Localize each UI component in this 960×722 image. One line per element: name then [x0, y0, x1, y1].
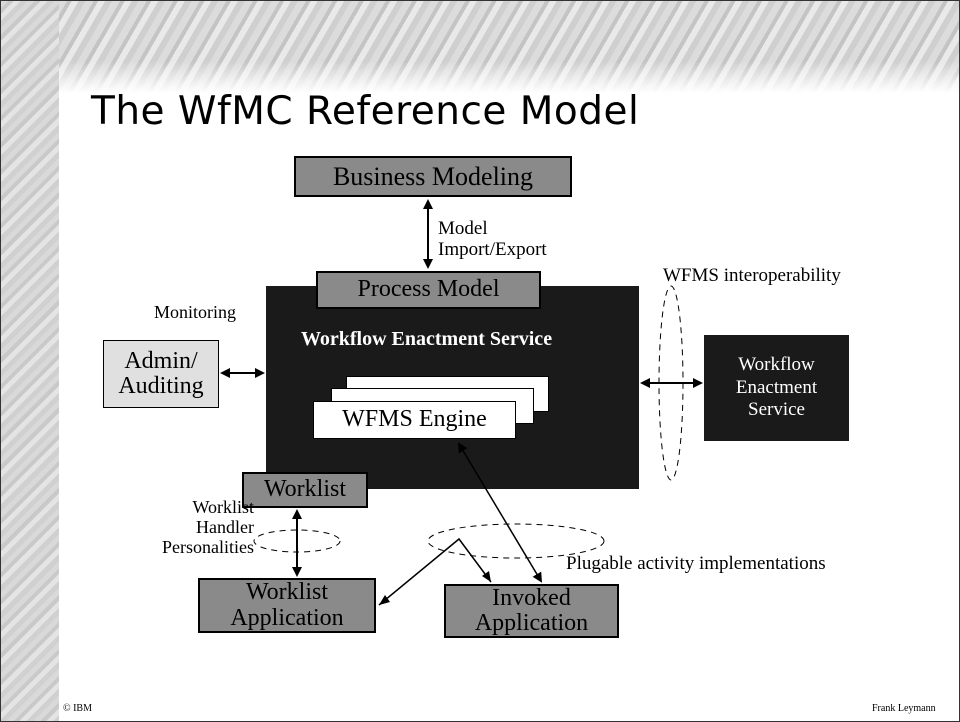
worklist-handler-ellipse — [253, 529, 341, 553]
wfms-engine-label: WFMS Engine — [342, 406, 487, 433]
auditing-label: Auditing — [118, 373, 204, 399]
remote-wes-line3: Service — [748, 399, 805, 421]
model-import-export-label: Model Import/Export — [438, 218, 547, 260]
worklist-box: Worklist — [242, 472, 368, 508]
business-modeling-box: Business Modeling — [294, 156, 572, 197]
process-model-box: Process Model — [316, 271, 541, 309]
plugable-activity-label: Plugable activity implementations — [566, 553, 826, 574]
wfms-interoperability-label: WFMS interoperability — [663, 265, 841, 286]
monitoring-label: Monitoring — [154, 302, 237, 322]
slide-title: The WfMC Reference Model — [91, 89, 640, 134]
worklist-label: Worklist — [263, 476, 347, 503]
wfms-engine-box: WFMS Engine — [313, 401, 516, 439]
copyright-footer: © IBM — [63, 703, 92, 714]
worklist-application-line2: Application — [230, 604, 344, 631]
workflow-enactment-service-label: Workflow Enactment Service — [301, 328, 553, 350]
author-footer: Frank Leymann — [872, 703, 936, 714]
remote-wes-line2: Enactment — [735, 376, 818, 398]
worklist-application-line1: Worklist — [245, 579, 329, 606]
invoked-application-line1: Invoked — [492, 584, 571, 611]
invoked-application-line2: Application — [474, 610, 589, 636]
process-model-label: Process Model — [357, 276, 500, 303]
worklist-application-box: Worklist Application — [198, 578, 376, 633]
admin-auditing-box: Admin/ Auditing — [103, 340, 219, 408]
admin-label: Admin/ — [124, 347, 198, 374]
decorative-texture-strip — [1, 1, 59, 721]
remote-wes-line1: Workflow — [738, 353, 815, 375]
remote-workflow-enactment-service-box: Workflow Enactment Service — [704, 335, 849, 441]
business-modeling-label: Business Modeling — [332, 161, 534, 191]
banner-fade — [59, 61, 959, 93]
invoked-application-box: Invoked Application — [444, 584, 619, 638]
interoperability-ellipse — [658, 285, 684, 481]
worklist-handler-personalities-label: Worklist Handler Personalities — [162, 497, 254, 557]
